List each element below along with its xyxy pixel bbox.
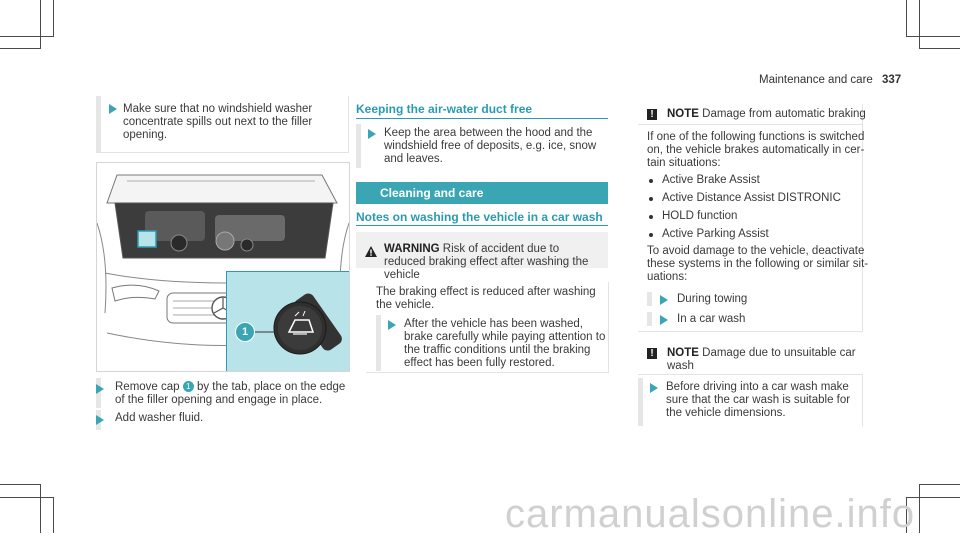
step-arrow-icon	[388, 320, 396, 330]
crop-mark	[0, 48, 41, 49]
warning-header-box	[356, 232, 608, 268]
step-arrow-icon	[660, 315, 668, 325]
subheading: Notes on washing the vehicle in a car wa…	[356, 210, 603, 224]
note-body-line: these systems in the following or simila…	[647, 258, 869, 270]
list-item: Active Parking Assist	[662, 228, 769, 240]
step-text-line: and leaves.	[384, 153, 443, 165]
list-item: HOLD function	[662, 210, 738, 222]
step-arrow-icon	[660, 295, 668, 305]
subheading-rule	[356, 225, 608, 226]
step-arrow-icon	[109, 104, 117, 114]
page-number: 337	[882, 74, 902, 86]
note-right-border	[862, 374, 863, 426]
section-heading: Keeping the air-water duct free	[356, 102, 533, 116]
section-banner: Cleaning and care	[356, 182, 608, 204]
crop-mark	[0, 484, 41, 485]
engine-bay-illustration: 1	[96, 162, 350, 372]
heading-rule	[356, 118, 608, 119]
warning-body-box	[366, 282, 609, 373]
crop-mark	[919, 484, 960, 485]
step-text-line: Add washer fluid.	[115, 412, 204, 424]
step-text-line: Remove cap 1 by the tab, place on the ed…	[115, 381, 346, 393]
list-item: Active Brake Assist	[662, 174, 760, 186]
step-bar	[376, 315, 381, 371]
note-exclamation-icon: !	[647, 109, 657, 120]
step-arrow-icon	[96, 415, 104, 425]
crop-mark	[919, 0, 920, 48]
warning-title-line: WARNING Risk of accident due to	[384, 243, 560, 255]
note-label: NOTE	[667, 347, 699, 359]
crop-mark	[919, 48, 960, 49]
crop-mark	[40, 0, 41, 48]
step-bar	[356, 124, 361, 168]
callout-1-inline-badge: 1	[182, 381, 194, 393]
crop-mark	[906, 0, 907, 36]
crop-mark	[0, 36, 54, 37]
bullet-dot	[649, 215, 653, 219]
note-exclamation-icon: !	[647, 348, 657, 359]
crop-mark	[40, 485, 41, 533]
section-title: Maintenance and care	[759, 74, 873, 86]
step-text-line: Make sure that no windshield washer	[123, 103, 313, 115]
step-arrow-icon	[96, 384, 104, 394]
note-body-line: tain situations:	[647, 157, 721, 169]
step-bar	[647, 312, 652, 326]
step-text-line: Keep the area between the hood and the	[384, 127, 593, 139]
step-text-line: After the vehicle has been washed,	[404, 318, 584, 330]
step-text-line: sure that the car wash is suitable for	[666, 394, 851, 406]
page-header: Maintenance and care 337	[759, 74, 901, 86]
bullet-dot	[649, 179, 653, 183]
step-arrow-icon	[650, 383, 658, 393]
note-body-line: uations:	[647, 271, 688, 283]
crop-mark	[919, 485, 920, 533]
warning-title-line: reduced braking effect after washing the	[384, 256, 589, 268]
step-arrow-icon	[368, 129, 376, 139]
crop-mark	[906, 497, 960, 498]
step-text-line: of the filler opening and engage in plac…	[115, 394, 323, 406]
step-box	[96, 96, 349, 153]
note-body-line: To avoid damage to the vehicle, deactiva…	[647, 245, 865, 257]
step-text-line: During towing	[677, 293, 748, 305]
bullet-dot	[649, 233, 653, 237]
crop-mark	[906, 36, 960, 37]
step-text-line: In a car wash	[677, 313, 746, 325]
step-text-line: the traffic conditions until the braking	[404, 344, 591, 356]
list-item: Active Distance Assist DISTRONIC	[662, 192, 841, 204]
crop-mark	[53, 0, 54, 36]
section-banner-title: Cleaning and care	[380, 186, 484, 200]
step-text-line: opening.	[123, 129, 168, 141]
bullet-dot	[649, 197, 653, 201]
step-text-line: brake carefully while paying attention t…	[404, 331, 606, 343]
callout-1-badge: 1	[235, 322, 255, 342]
note-body-line: on, the vehicle brakes automatically in …	[647, 144, 865, 156]
step-bar	[96, 96, 101, 152]
note-header-box	[638, 104, 862, 125]
crop-mark	[906, 497, 907, 533]
cap-detail-inset: 1	[226, 271, 349, 371]
step-bar	[647, 292, 652, 306]
note-body-line: If one of the following functions is swi…	[647, 131, 865, 143]
note-label: NOTE	[667, 108, 699, 120]
note-divider	[638, 374, 862, 375]
step-text-line: concentrate spills out next to the fille…	[123, 116, 313, 128]
warning-body-line: the vehicle.	[376, 299, 435, 311]
warning-triangle-icon	[365, 244, 377, 262]
note-title-line: wash	[667, 360, 694, 372]
note-title-line: NOTE Damage from automatic braking	[667, 108, 866, 120]
watermark-text: carmanualsonline.info	[505, 492, 916, 536]
note-title-line: NOTE Damage due to unsuitable car	[667, 347, 856, 359]
washer-cap-drawing	[253, 293, 342, 355]
step-text-line: Before driving into a car wash make	[666, 381, 849, 393]
warning-body-line: The braking effect is reduced after wash…	[376, 286, 596, 298]
crop-mark	[0, 497, 54, 498]
warning-title-line: vehicle	[384, 269, 420, 281]
warning-label: WARNING	[384, 243, 440, 255]
crop-mark	[53, 497, 54, 533]
step-text-line: the vehicle dimensions.	[666, 407, 786, 419]
car-front-drawing	[97, 174, 349, 346]
step-text-line: effect has been fully restored.	[404, 357, 555, 369]
step-text-line: windshield free of deposits, e.g. ice, s…	[384, 140, 597, 152]
step-bar	[638, 378, 643, 426]
